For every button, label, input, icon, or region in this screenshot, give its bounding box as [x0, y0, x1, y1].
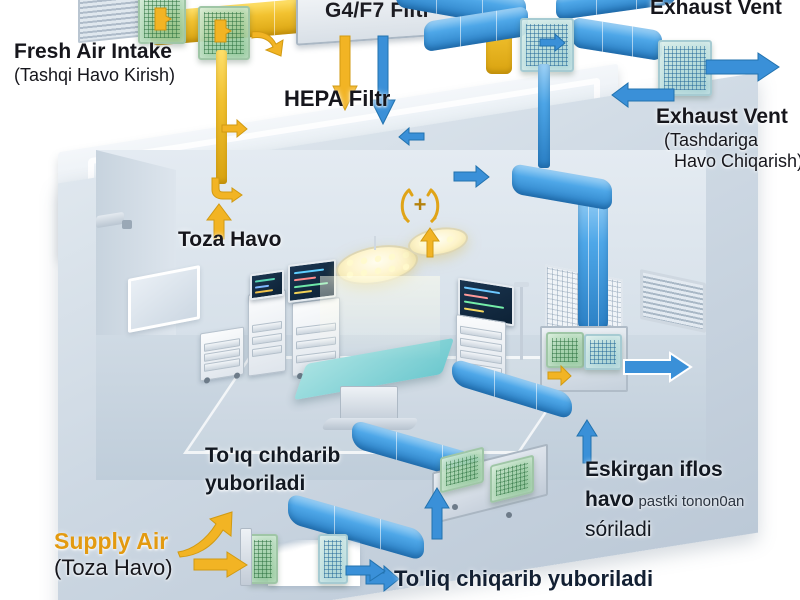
airflow-arrow-gold-filter1 [152, 6, 172, 32]
supply-drop-duct [216, 50, 227, 184]
supply-air-title: Supply Air [54, 528, 169, 554]
full-exhaust-left-line2: yuboriladi [205, 472, 306, 496]
fresh-air-title: Fresh Air Intake [14, 40, 172, 63]
exhaust-bottom-line2: Havo Chiqarish) [674, 151, 800, 171]
airflow-arrow-gold-to-hepa [332, 35, 358, 112]
exhaust-vent-box-right [658, 40, 712, 96]
stale-air-line2-small: pastki tonon0an [638, 492, 745, 510]
label-full-exhaust-left: To'ıq cıhdarib yuboriladi [205, 442, 340, 499]
light-glow [320, 276, 440, 360]
airflow-arrow-blue-in-left [611, 82, 675, 108]
light-arm [374, 236, 376, 250]
airflow-arrow-blue-up-right [576, 419, 598, 464]
label-supply-air: Supply Air (Toza Havo) [54, 528, 173, 581]
airflow-arrow-gold-supply-right [193, 551, 248, 578]
stale-air-line2-bold: havo [585, 487, 635, 511]
label-exhaust-vent-top: Exhaust Vent [650, 0, 782, 19]
return-grille-blue [584, 334, 622, 370]
exhaust-bottom-line1: (Tashdariga [664, 129, 759, 150]
monitor-left [250, 269, 284, 301]
exhaust-drop-duct [538, 64, 550, 168]
label-exhaust-vent-bottom: Exhaust Vent (Tashdariga Havo Chiqarish) [656, 105, 800, 172]
airflow-arrow-blue-to-wall [623, 351, 693, 383]
operating-table-column [340, 386, 398, 422]
airflow-arrow-gold-up-mid [420, 227, 440, 258]
label-clean-air: Toza Havo [178, 228, 282, 251]
airflow-arrow-blue-up-duct [424, 487, 450, 540]
fresh-air-subtitle: (Tashqi Havo Kirish) [14, 64, 176, 85]
airflow-arrow-gold-curve [250, 26, 292, 60]
stale-air-line1: Eskirgan iflos [585, 458, 723, 481]
airflow-arrow-blue-terminal [345, 559, 386, 582]
supply-terminal-frame [240, 528, 252, 586]
airflow-arrow-blue-vent-small [539, 32, 566, 53]
airflow-arrow-gold-supply-up [176, 506, 238, 558]
airflow-arrow-blue-ceil-out [453, 164, 490, 189]
exhaust-duct-upper-right [572, 16, 662, 62]
supply-cart [200, 326, 244, 384]
airflow-arrow-gold-filter2 [212, 18, 232, 44]
full-exhaust-left-line1: To'ıq cıhdarib [205, 444, 341, 467]
airflow-arrow-blue-down-left [370, 35, 396, 126]
supply-air-subtitle: (Toza Havo) [54, 555, 173, 581]
airflow-arrow-blue-ceil-right [398, 126, 425, 147]
label-full-exhaust-bottom: To'liq chiqarib yuboriladi [394, 566, 654, 591]
intake-louver-icon [78, 0, 140, 44]
exhaust-vent-box-upper [520, 18, 574, 72]
label-stale-air: Eskirgan iflos havo pastki tonon0an sóri… [585, 455, 744, 544]
return-grille-green [546, 332, 584, 368]
airflow-arrow-gold-ceil-left [221, 118, 248, 139]
positive-pressure-symbol: + [396, 186, 444, 226]
airflow-arrow-gold-up-room [206, 203, 232, 240]
iv-stand [520, 286, 523, 360]
label-hepa-filter: HEPA Filtr [284, 86, 391, 111]
label-fresh-air-intake: Fresh Air Intake (Tashqi Havo Kirish) [14, 40, 175, 86]
supply-terminal-blue [318, 534, 348, 584]
stale-air-line3: sóriladi [585, 517, 652, 541]
iv-stand-hook [514, 282, 529, 287]
airflow-arrow-gold-grille [547, 364, 572, 387]
ceiling-device-head [122, 220, 132, 229]
airflow-arrow-gold-drop [210, 176, 244, 203]
exhaust-riser-duct [578, 188, 608, 332]
anesthesia-cart [248, 289, 286, 377]
exhaust-bottom-title: Exhaust Vent [656, 105, 788, 128]
airflow-arrow-blue-out-right [705, 52, 780, 82]
supply-terminal-green [248, 534, 278, 584]
pressure-plus-label: + [413, 192, 427, 217]
